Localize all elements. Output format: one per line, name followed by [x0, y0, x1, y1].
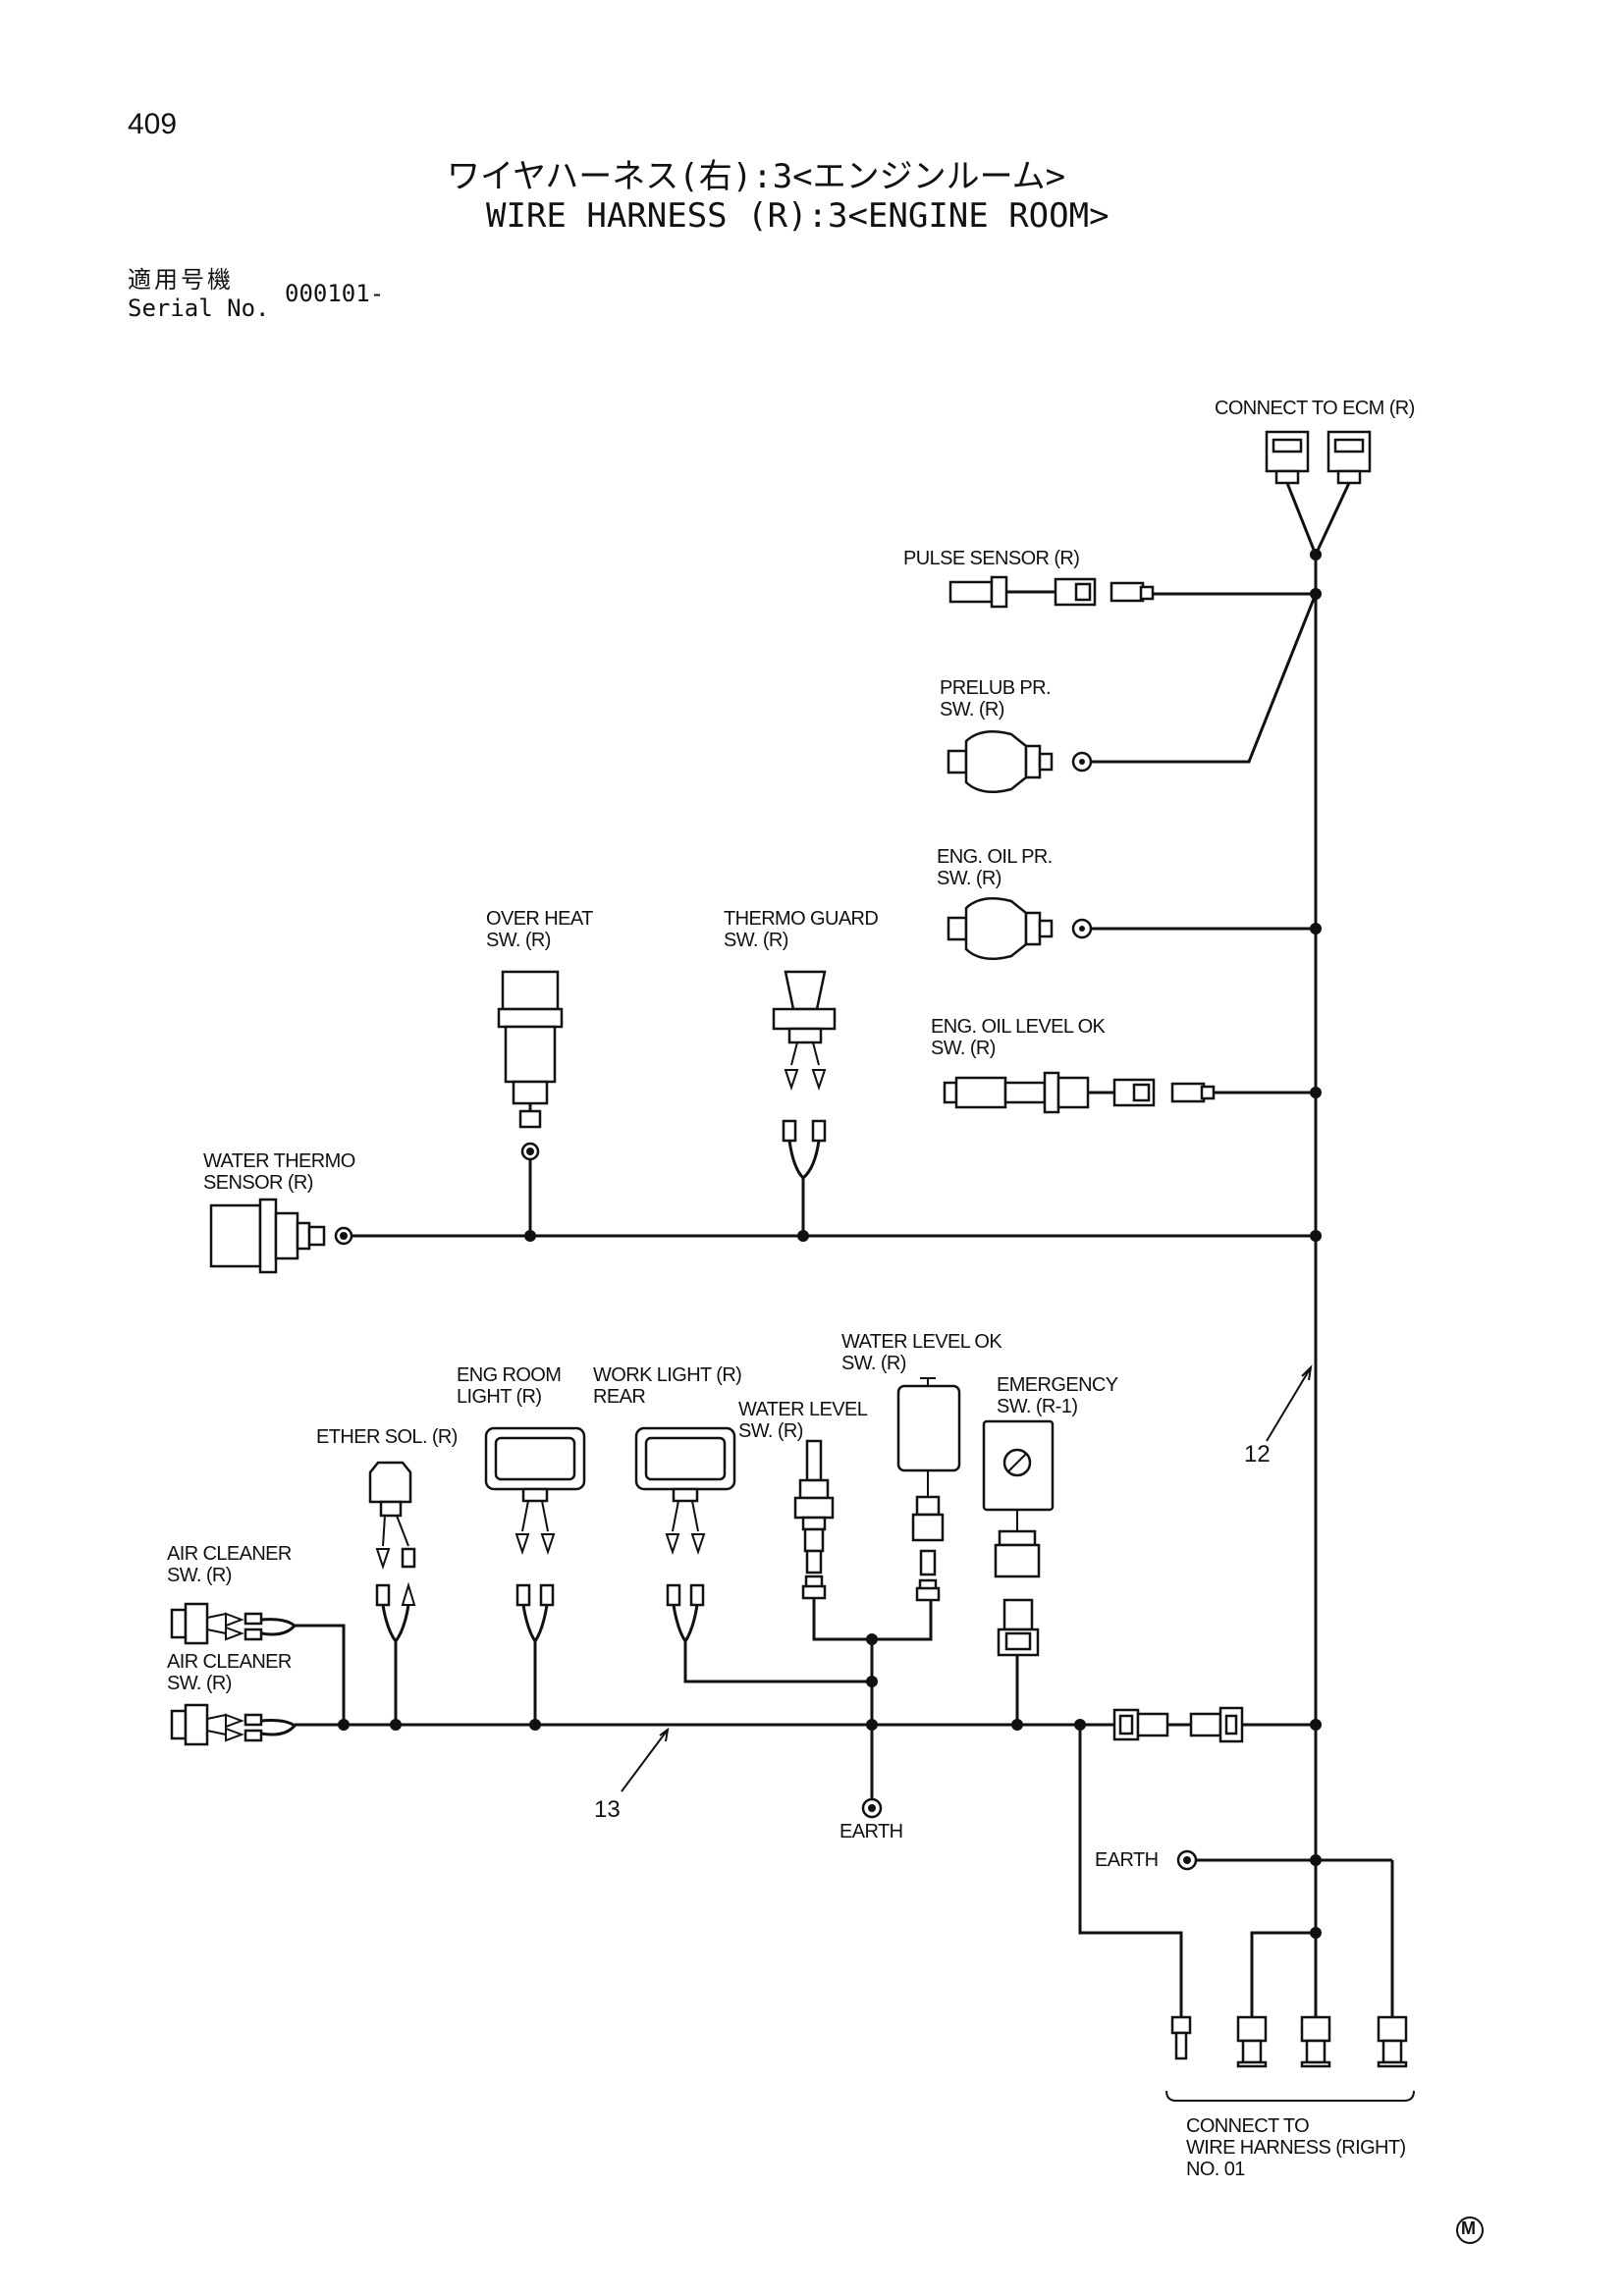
- label-air-cleaner-2-line1: AIR CLEANER: [167, 1651, 292, 1673]
- label-pulse-sensor: PULSE SENSOR (R): [903, 548, 1080, 569]
- label-water-level-line1: WATER LEVEL: [738, 1399, 868, 1420]
- manufacturer-mark-letter: M: [1461, 2218, 1476, 2238]
- serial-label-japanese: 適用号機: [128, 266, 234, 294]
- label-eng-room-light-line1: ENG ROOM: [457, 1364, 562, 1386]
- harness-right-branches: [1078, 1725, 1394, 2017]
- label-water-thermo-line2: SENSOR (R): [203, 1172, 313, 1194]
- reference-number-13: 13: [594, 1796, 621, 1823]
- engine-oil-level-switch: [943, 1071, 1316, 1114]
- label-eng-oil-pr-line2: SW. (R): [937, 868, 1001, 889]
- title-english: WIRE HARNESS (R):3<ENGINE ROOM>: [486, 196, 1110, 236]
- label-connect-harness-line1: CONNECT TO: [1186, 2115, 1310, 2137]
- emergency-switch: [982, 1419, 1055, 1725]
- lower-harness-connector: [1112, 1706, 1316, 1743]
- label-emergency-line1: EMERGENCY: [997, 1374, 1118, 1396]
- label-air-cleaner-1-line2: SW. (R): [167, 1565, 232, 1586]
- label-air-cleaner-1-line1: AIR CLEANER: [167, 1543, 292, 1565]
- engine-room-light: [484, 1426, 586, 1725]
- label-water-thermo-line1: WATER THERMO: [203, 1150, 355, 1172]
- label-water-level-line2: SW. (R): [738, 1420, 803, 1442]
- work-light-rear: [634, 1426, 872, 1683]
- water-level-ok-switch: [896, 1377, 961, 1602]
- junction-dots: [338, 549, 1322, 1939]
- label-eng-room-light-line2: LIGHT (R): [457, 1386, 542, 1408]
- label-ether-sol: ETHER SOL. (R): [316, 1426, 458, 1448]
- reference-leaders: [621, 1364, 1313, 1792]
- label-thermo-guard-line1: THERMO GUARD: [724, 908, 879, 930]
- label-eng-oil-level-line1: ENG. OIL LEVEL OK: [931, 1016, 1106, 1038]
- label-prelub-line1: PRELUB PR.: [940, 677, 1052, 699]
- title-japanese: ワイヤハーネス(右):3<エンジンルーム>: [447, 157, 1066, 196]
- label-over-heat-line2: SW. (R): [486, 930, 551, 951]
- label-water-level-ok-line1: WATER LEVEL OK: [841, 1331, 1002, 1353]
- label-work-light-line1: WORK LIGHT (R): [593, 1364, 742, 1386]
- manufacturer-mark: [1456, 2216, 1484, 2244]
- label-connect-harness-line2: WIRE HARNESS (RIGHT): [1186, 2137, 1406, 2159]
- label-air-cleaner-2-line2: SW. (R): [167, 1673, 232, 1694]
- engine-oil-pressure-switch: [947, 896, 1316, 961]
- label-over-heat-line1: OVER HEAT: [486, 908, 593, 930]
- reference-number-12: 12: [1244, 1441, 1271, 1468]
- earth-terminal-1: [861, 1797, 883, 1819]
- water-level-switch: [793, 1439, 933, 1641]
- ecm-connectors: [1265, 430, 1372, 559]
- label-work-light-line2: REAR: [593, 1386, 646, 1408]
- label-connect-ecm: CONNECT TO ECM (R): [1215, 398, 1415, 419]
- harness-right-connectors: [1165, 2015, 1415, 2102]
- serial-number-value: 000101-: [285, 280, 385, 307]
- serial-label-english: Serial No.: [128, 294, 270, 322]
- label-water-level-ok-line2: SW. (R): [841, 1353, 906, 1374]
- label-thermo-guard-line2: SW. (R): [724, 930, 788, 951]
- air-cleaner-switch-1: [170, 1602, 346, 1725]
- over-heat-switch: [497, 970, 564, 1236]
- prelub-pressure-switch: [947, 593, 1318, 794]
- label-earth-1: EARTH: [839, 1821, 903, 1842]
- air-cleaner-switch-2: [170, 1703, 344, 1746]
- water-thermo-sensor: [209, 1198, 1316, 1274]
- label-eng-oil-pr-line1: ENG. OIL PR.: [937, 846, 1053, 868]
- label-earth-2: EARTH: [1095, 1849, 1159, 1871]
- label-connect-harness-line3: NO. 01: [1186, 2159, 1245, 2180]
- thermo-guard-switch: [772, 970, 837, 1236]
- ether-solenoid: [368, 1461, 416, 1725]
- label-eng-oil-level-line2: SW. (R): [931, 1038, 996, 1059]
- pulse-sensor: [948, 575, 1316, 609]
- page-number: 409: [128, 108, 178, 140]
- label-prelub-line2: SW. (R): [940, 699, 1004, 721]
- label-emergency-line2: SW. (R-1): [997, 1396, 1078, 1417]
